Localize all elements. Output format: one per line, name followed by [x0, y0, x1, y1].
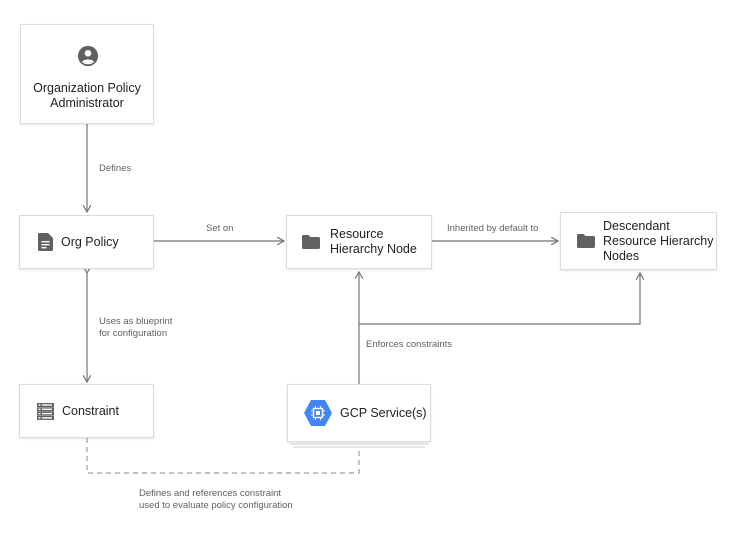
constraint-label: Constraint — [62, 403, 119, 418]
document-icon — [38, 233, 53, 251]
edge-label-set-on: Set on — [206, 223, 234, 234]
org-policy-label: Org Policy — [61, 234, 119, 249]
edge-label-uses-blueprint-2: for configuration — [99, 328, 168, 339]
folder-icon — [577, 234, 595, 248]
gcp-service-node[interactable]: GCP Service(s) — [287, 384, 431, 442]
edge-label-defines-refs-2: used to evaluate policy configuration — [139, 500, 293, 511]
descendant-node[interactable]: Descendant Resource Hierarchy Nodes — [560, 212, 717, 270]
account-circle-icon — [77, 45, 99, 67]
resource-node[interactable]: Resource Hierarchy Node — [286, 215, 432, 269]
descendant-label: Descendant Resource Hierarchy Nodes — [603, 218, 714, 263]
admin-label: Organization Policy Administrator — [33, 81, 141, 110]
constraint-node[interactable]: Constraint — [19, 384, 154, 438]
edge-enforces-descendant — [359, 274, 640, 325]
edge-label-enforces: Enforces constraints — [366, 339, 453, 350]
gcp-service-label: GCP Service(s) — [340, 405, 427, 420]
folder-icon — [302, 235, 320, 249]
edge-label-inherited: Inherited by default to — [447, 223, 539, 234]
compute-chip-icon — [304, 400, 332, 426]
edge-defines-references — [86, 438, 360, 474]
edge-label-defines: Defines — [99, 163, 132, 174]
org-policy-node[interactable]: Org Policy — [19, 215, 154, 269]
resource-node-label: Resource Hierarchy Node — [330, 227, 417, 256]
edge-label-defines-refs-1: Defines and references constraint — [139, 488, 282, 499]
list-icon — [37, 402, 54, 420]
edge-label-uses-blueprint-1: Uses as blueprint — [99, 316, 173, 327]
admin-node[interactable]: Organization Policy Administrator — [20, 24, 154, 124]
